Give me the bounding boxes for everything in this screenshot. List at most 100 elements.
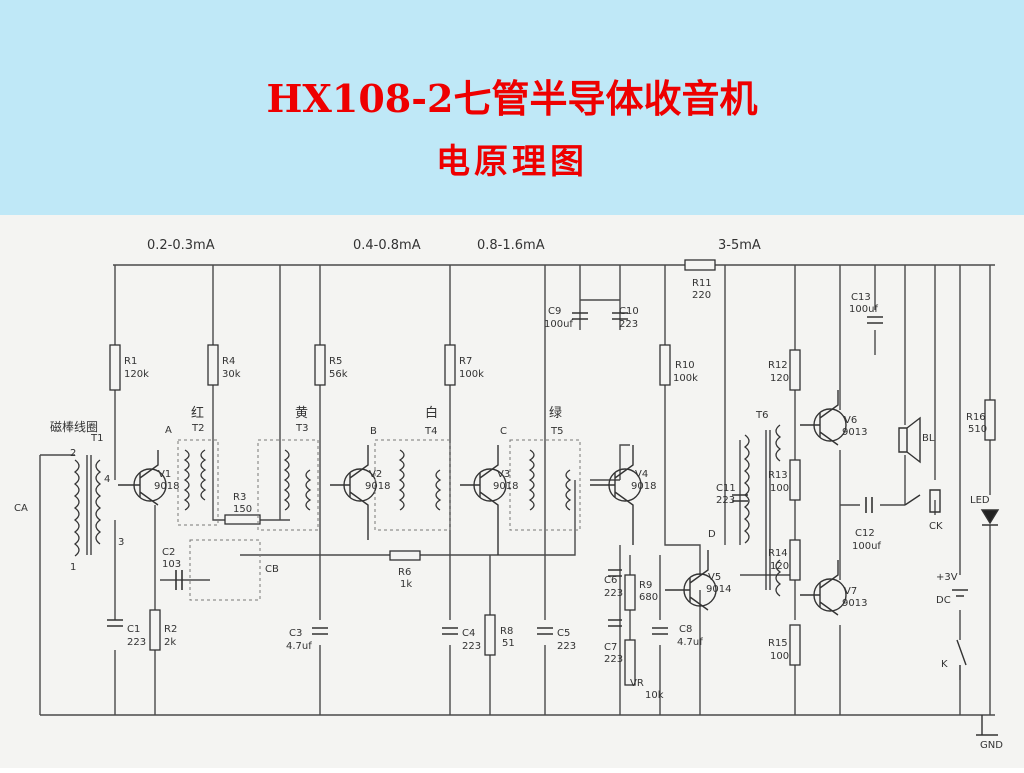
slide-header: HX108-2七管半导体收音机 电原理图 [0,0,1024,215]
capacitor-C9 [572,312,588,320]
coil-color-white: 白 [425,405,438,421]
coil-T5 [528,449,572,511]
c3-value: 4.7uf [286,641,312,652]
r13-name: R13 [768,470,788,481]
vr-value: 10k [645,690,664,701]
c8-name: C8 [679,624,692,635]
r1-value: 120k [124,369,149,380]
bl-label: BL [922,433,935,444]
resistor-R8 [484,614,496,656]
slide-title: HX108-2七管半导体收音机 [266,76,758,121]
transistor-V2 [330,445,377,540]
resistor-R3 [224,514,261,525]
v5-value: 9014 [706,584,731,595]
c5-name: C5 [557,628,570,639]
r7-value: 100k [459,369,484,380]
test-point-b: B [370,426,377,437]
resistor-R6 [389,550,421,561]
coil-color-red: 红 [191,405,204,421]
c9-value: 100uf [544,319,573,330]
dc-volt-label: +3V [936,572,958,583]
capacitor-C8 [652,627,668,635]
transistor-V7 [800,560,847,616]
test-point-d: D [708,529,716,540]
capacitor-C4 [442,627,458,635]
r4-name: R4 [222,356,235,367]
transistor-V1 [118,450,167,506]
capacitor-C5 [537,627,553,635]
v6-name: V6 [844,415,857,426]
resistor-R12 [789,349,801,391]
transistor-V5 [665,550,717,611]
capacitor-C6 [608,569,622,577]
r10-value: 100k [673,373,698,384]
t6-label: T6 [755,410,768,421]
transistor-V6 [800,390,847,446]
r7-name: R7 [459,356,472,367]
r16-value: 510 [968,424,987,435]
pin-4: 4 [104,474,110,485]
c4-name: C4 [462,628,475,639]
v1-name: V1 [158,469,171,480]
resistors [109,259,996,686]
schematic-diagram: 0.2-0.3mA 0.4-0.8mA 0.8-1.6mA 3-5mA 红 黄 … [0,215,1024,768]
c10-name: C10 [619,306,639,317]
v7-value: 9013 [842,598,867,609]
r9-value: 680 [639,592,658,603]
resistor-R1 [109,344,121,391]
resistor-R15 [789,624,801,666]
v1-value: 9018 [154,481,179,492]
resistor-R7 [444,344,456,386]
r12-value: 120 [770,373,789,384]
pin-1: 1 [70,562,76,573]
r8-value: 51 [502,638,515,649]
v2-value: 9018 [365,481,390,492]
c5-value: 223 [557,641,576,652]
resistor-R9 [624,574,636,611]
potentiometer-VR [624,639,636,686]
transistor-V3 [460,445,507,555]
capacitor-C2 [175,570,183,590]
current-label-1: 0.2-0.3mA [147,238,215,253]
test-point-a: A [165,425,172,436]
current-label-2: 0.4-0.8mA [353,238,421,253]
v4-name: V4 [635,469,648,480]
wires [39,264,995,716]
c1-name: C1 [127,624,140,635]
resistor-R5 [314,344,326,386]
resistor-R16 [984,399,996,441]
r15-name: R15 [768,638,788,649]
r3-value: 150 [233,504,252,515]
r16-name: R16 [966,412,986,423]
r2-name: R2 [164,624,177,635]
r14-name: R14 [768,548,788,559]
r9-name: R9 [639,580,652,591]
capacitor-C3 [312,627,328,635]
r14-value: 120 [770,561,789,572]
transistor-V4 [590,445,642,545]
capacitor-C10 [612,312,628,320]
capacitor-C13 [867,316,883,324]
resistor-R2 [149,609,161,651]
r10-name: R10 [675,360,695,371]
t3-label: T3 [295,423,308,434]
cb-label: CB [265,564,279,575]
k-label: K [941,659,948,670]
transistors [118,390,847,616]
ground-symbol [976,715,998,736]
transformer-T6 [743,424,782,597]
c1-value: 223 [127,637,146,648]
r6-name: R6 [398,567,411,578]
c2-name: C2 [162,547,175,558]
dc-label: DC [936,595,951,606]
v7-name: V7 [844,586,857,597]
speaker-BL [898,416,921,464]
c9-name: C9 [548,306,561,317]
r13-value: 100 [770,483,789,494]
coil-T2 [183,449,207,511]
resistor-R14 [789,539,801,581]
v6-value: 9013 [842,427,867,438]
c7-value: 223 [604,654,623,665]
resistor-R13 [789,459,801,501]
r8-name: R8 [500,626,513,637]
